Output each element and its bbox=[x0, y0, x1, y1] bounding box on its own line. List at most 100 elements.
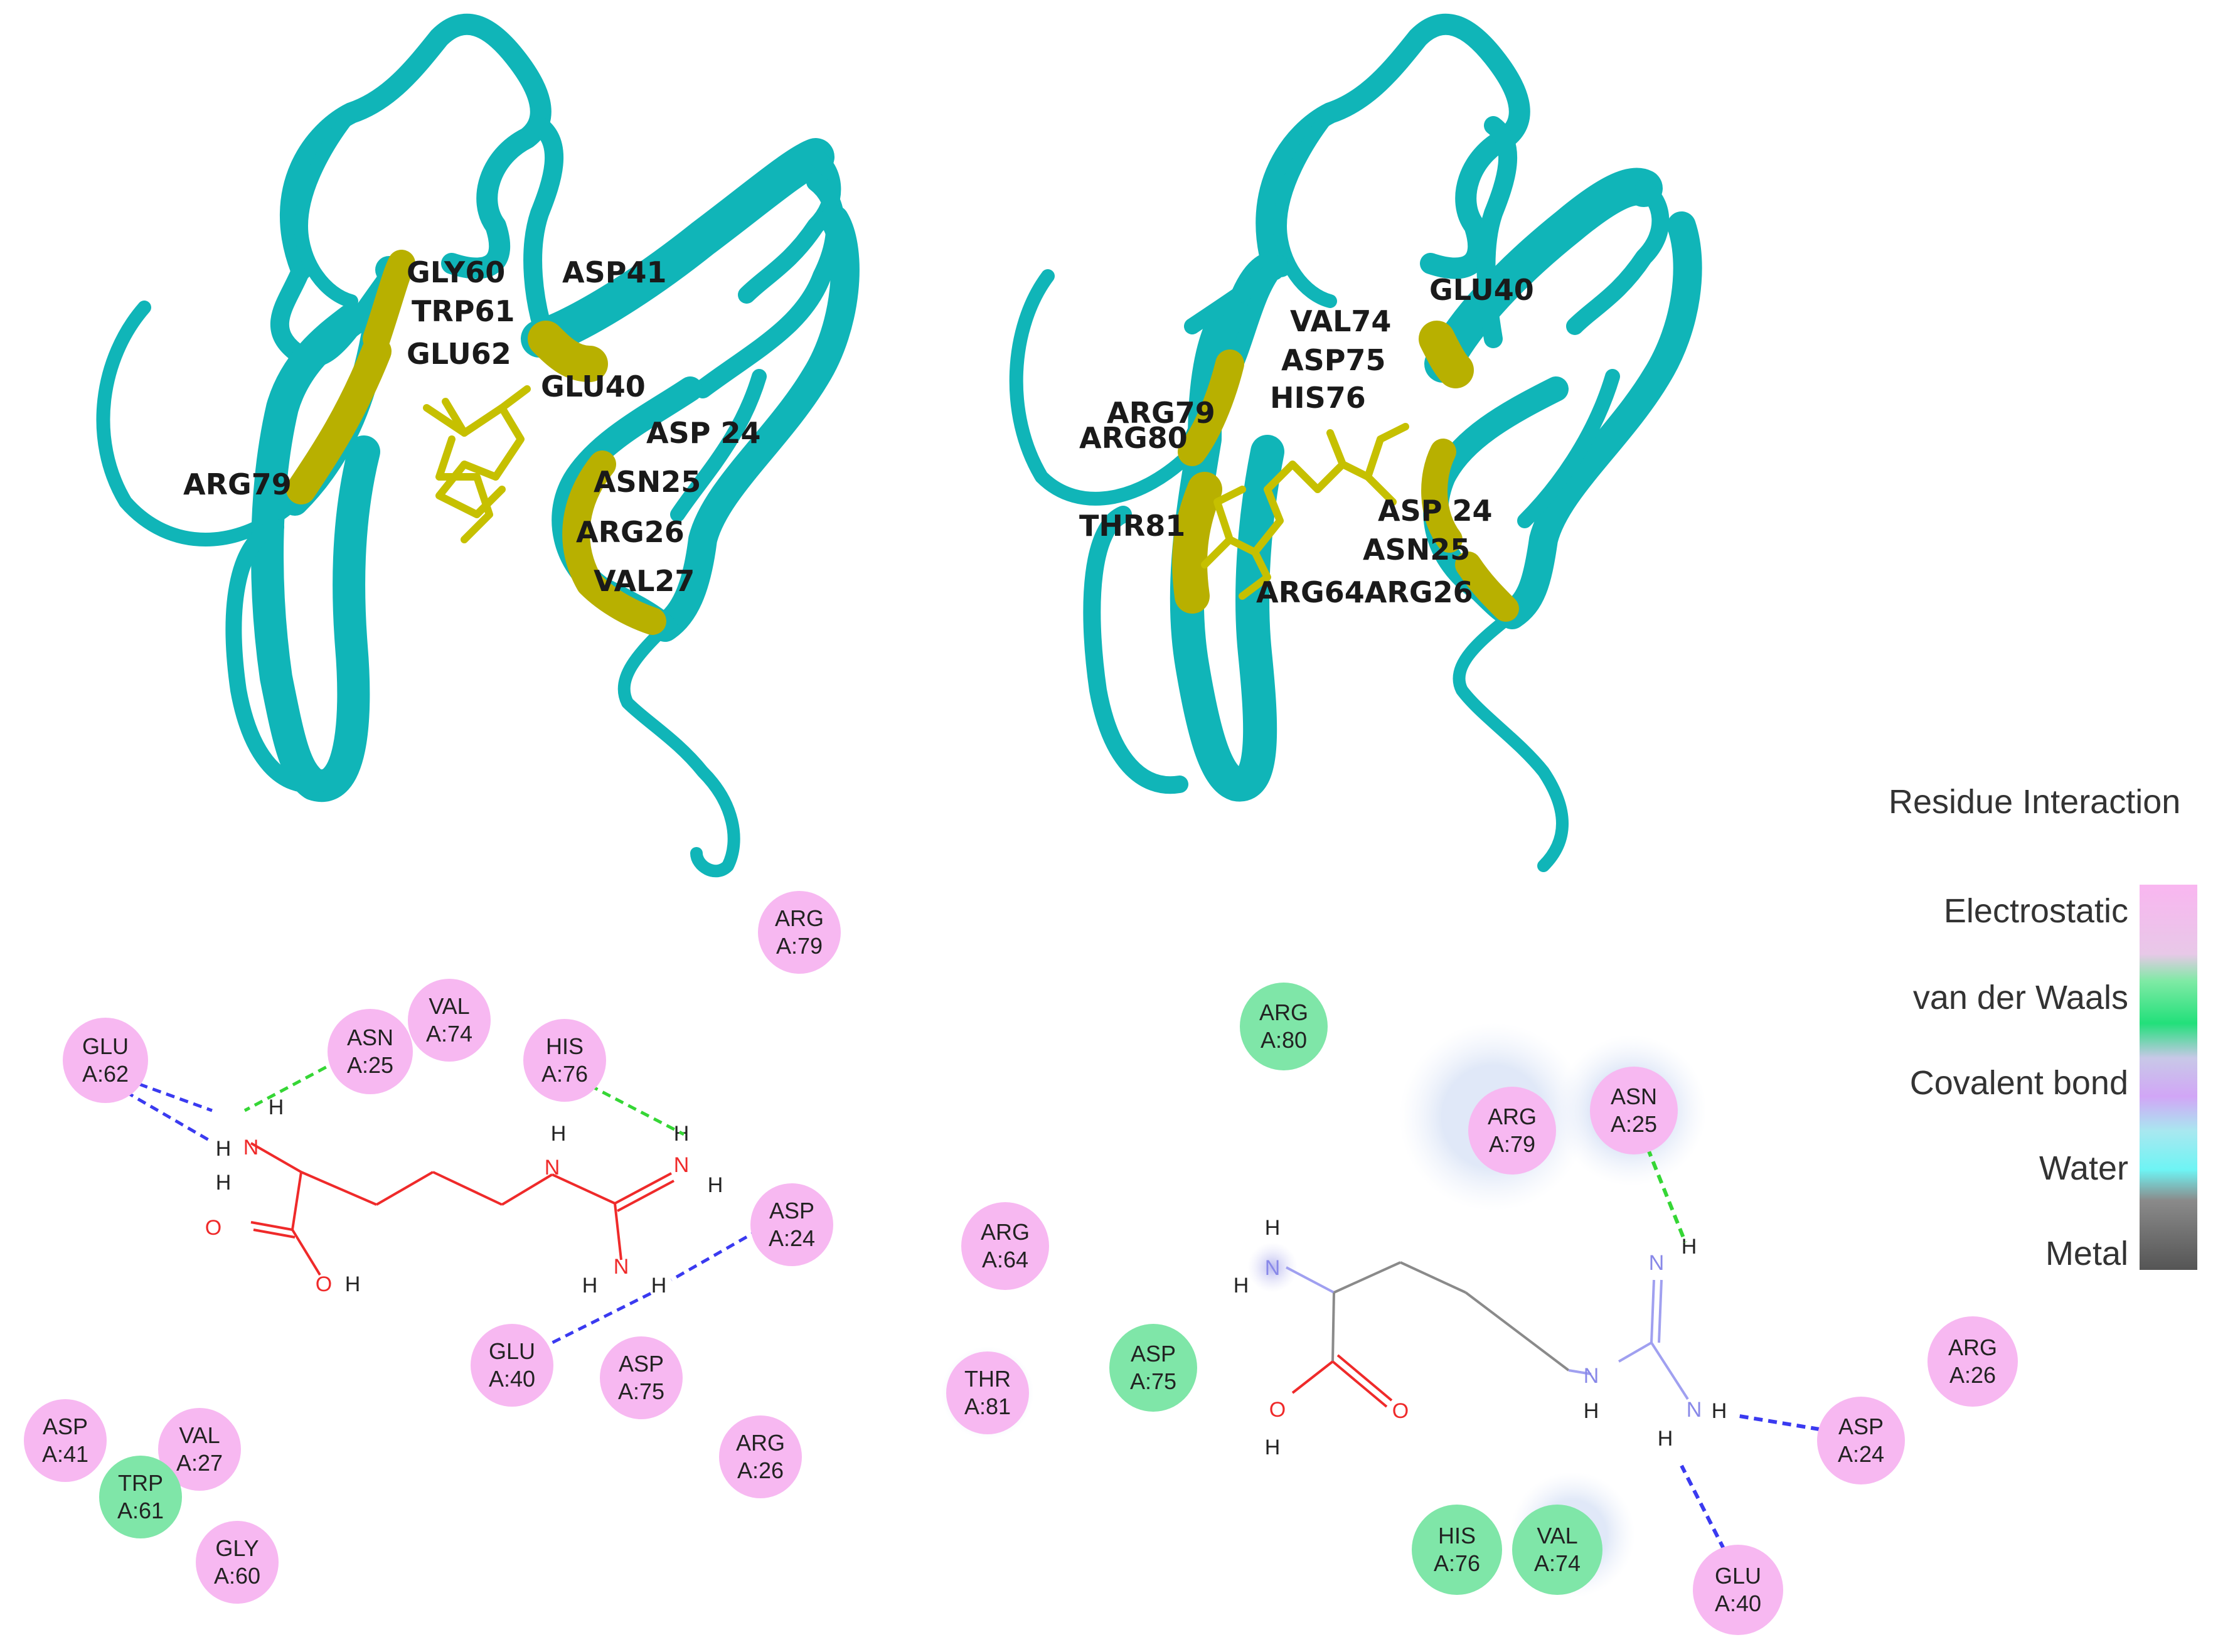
atom-h-2: H bbox=[216, 1137, 232, 1161]
atom-r-h-1: H bbox=[1265, 1216, 1281, 1240]
label-thr81: THR81 bbox=[1079, 509, 1185, 543]
residue-name: ARG bbox=[775, 905, 824, 931]
atom-r-n-1: N bbox=[1265, 1256, 1281, 1280]
atom-r-h-5: H bbox=[1712, 1399, 1727, 1423]
residue-id: A:74 bbox=[1534, 1550, 1581, 1576]
legend-item-water: Water bbox=[2039, 1149, 2128, 1187]
residue-name: ASN bbox=[1611, 1084, 1657, 1109]
residue-id: A:79 bbox=[1489, 1131, 1535, 1157]
label-arg79: ARG79 bbox=[183, 467, 292, 501]
atom-h-3: H bbox=[216, 1171, 232, 1195]
label-trp61: TRP61 bbox=[412, 294, 515, 328]
label-arg80: ARG80 bbox=[1079, 421, 1188, 455]
label-asp75: ASP75 bbox=[1281, 343, 1385, 377]
diagram-middle: ARG A:80 ARG A:64 THR A:81 ASP A:75 bbox=[941, 983, 1328, 1439]
label-r-asp24: ASP 24 bbox=[1378, 494, 1492, 528]
label-r-asn25: ASN25 bbox=[1363, 533, 1470, 567]
interactions-left bbox=[124, 1058, 760, 1351]
ligand-right-2d bbox=[1286, 1261, 1689, 1408]
label-r-glu40: GLU40 bbox=[1429, 273, 1534, 307]
residue-id: A:76 bbox=[1434, 1550, 1480, 1576]
ribbon-left-highlight bbox=[286, 250, 666, 635]
diagram-left: N N N N O O H H H H H H H H H bbox=[24, 891, 841, 1604]
residue-asp41-left: ASP A:41 bbox=[24, 1399, 107, 1482]
label-val27: VAL27 bbox=[594, 564, 695, 598]
atom-o-1: O bbox=[205, 1216, 221, 1240]
label-gly60: GLY60 bbox=[407, 255, 505, 289]
residue-id: A:26 bbox=[1949, 1362, 1996, 1388]
residue-name: ARG bbox=[1259, 999, 1308, 1025]
ligand-left-atoms: N N N N O O bbox=[205, 1136, 690, 1296]
ligand-right-atoms: N N N N O O H H H H H H H bbox=[1234, 1216, 1727, 1459]
residue-id: A:26 bbox=[737, 1457, 784, 1483]
atom-r-o-2: O bbox=[1392, 1399, 1409, 1423]
residue-asp75-mid: ASP A:75 bbox=[1109, 1324, 1197, 1412]
label-val74: VAL74 bbox=[1290, 304, 1391, 338]
residue-id: A:61 bbox=[117, 1498, 164, 1523]
ligand-left-hydrogens: H H H H H H H H H bbox=[216, 1095, 723, 1298]
label-r-arg79: ARG79 bbox=[1107, 396, 1215, 430]
structure-right: GLU40 VAL74 ASP75 HIS76 ARG79 ARG80 THR8… bbox=[1009, 13, 1702, 872]
label-arg26: ARG26 bbox=[576, 515, 685, 549]
legend-color-bar bbox=[2140, 885, 2197, 1270]
label-asp24: ASP 24 bbox=[646, 416, 760, 450]
residue-id: A:76 bbox=[541, 1061, 588, 1087]
residue-name: VAL bbox=[1537, 1523, 1577, 1548]
legend-item-vdw: van der Waals bbox=[1913, 979, 2128, 1016]
ligand-left-2d bbox=[250, 1142, 674, 1276]
atom-h-4: H bbox=[551, 1122, 567, 1146]
residue-his76-right: HIS A:76 bbox=[1412, 1505, 1502, 1595]
residue-id: A:40 bbox=[1715, 1591, 1761, 1616]
residue-his76-left: HIS A:76 bbox=[523, 1019, 606, 1102]
legend-item-covalent: Covalent bond bbox=[1910, 1064, 2128, 1102]
residue-arg64-mid: ARG A:64 bbox=[961, 1202, 1049, 1290]
residue-asn25-right: ASN A:25 bbox=[1590, 1067, 1678, 1154]
label-his76: HIS76 bbox=[1270, 381, 1366, 415]
atom-n-2: N bbox=[545, 1156, 560, 1180]
residue-id: A:41 bbox=[42, 1441, 88, 1467]
residue-id: A:25 bbox=[347, 1052, 393, 1078]
residue-arg79-right: ARG A:79 bbox=[1468, 1087, 1556, 1175]
residue-name: HIS bbox=[546, 1033, 584, 1059]
legend-item-electrostatic: Electrostatic bbox=[1944, 892, 2128, 930]
residues-left: ARG A:79 GLU A:62 ASN A:25 VAL A:74 HIS bbox=[24, 891, 841, 1604]
interactions-right bbox=[1646, 1147, 1820, 1551]
residue-val74-right: VAL A:74 bbox=[1512, 1505, 1602, 1595]
atom-r-h-4: H bbox=[1682, 1235, 1697, 1259]
residue-gly60-left: GLY A:60 bbox=[196, 1521, 279, 1604]
residue-id: A:25 bbox=[1611, 1111, 1657, 1137]
residue-id: A:40 bbox=[489, 1366, 535, 1392]
residue-arg26-right: ARG A:26 bbox=[1927, 1316, 2018, 1407]
residue-name: ASP bbox=[619, 1351, 664, 1377]
residue-name: ASN bbox=[347, 1025, 393, 1050]
residue-name: ARG bbox=[1948, 1335, 1997, 1360]
residue-id: A:62 bbox=[82, 1061, 129, 1087]
atom-r-h-2: H bbox=[1234, 1274, 1249, 1298]
atom-r-n-3: N bbox=[1649, 1251, 1665, 1275]
atom-r-n-2: N bbox=[1584, 1364, 1599, 1388]
atom-r-h-3: H bbox=[1584, 1399, 1599, 1423]
residue-id: A:80 bbox=[1261, 1027, 1307, 1053]
residue-arg80-mid: ARG A:80 bbox=[1240, 983, 1328, 1070]
residue-id: A:60 bbox=[214, 1563, 260, 1589]
residue-id: A:24 bbox=[1838, 1441, 1884, 1467]
label-asn25: ASN25 bbox=[594, 465, 701, 499]
atom-r-n-4: N bbox=[1687, 1398, 1702, 1422]
residue-name: GLU bbox=[1715, 1563, 1761, 1589]
residue-name: THR bbox=[964, 1366, 1011, 1392]
diagram-right: N N N N O O H H H H H H H ARG A:79 bbox=[1234, 1023, 2018, 1635]
residue-arg79-left: ARG A:79 bbox=[758, 891, 841, 974]
label-glu40: GLU40 bbox=[541, 370, 646, 403]
legend: Residue Interaction Electrostatic van de… bbox=[1889, 783, 2197, 1272]
residue-trp61-left: TRP A:61 bbox=[99, 1456, 182, 1538]
residue-val74-left: VAL A:74 bbox=[408, 979, 491, 1062]
ligand-right-3d bbox=[1201, 423, 1409, 600]
residues-right: ARG A:79 ASN A:25 ARG A:26 ASP A:24 HIS bbox=[1412, 1067, 2018, 1635]
residue-name: HIS bbox=[1438, 1523, 1476, 1548]
residue-name: ARG bbox=[981, 1219, 1030, 1245]
atom-n-3: N bbox=[674, 1153, 690, 1177]
residue-id: A:75 bbox=[618, 1378, 664, 1404]
residue-glu40-left: GLU A:40 bbox=[471, 1324, 553, 1407]
residue-id: A:75 bbox=[1130, 1368, 1176, 1394]
